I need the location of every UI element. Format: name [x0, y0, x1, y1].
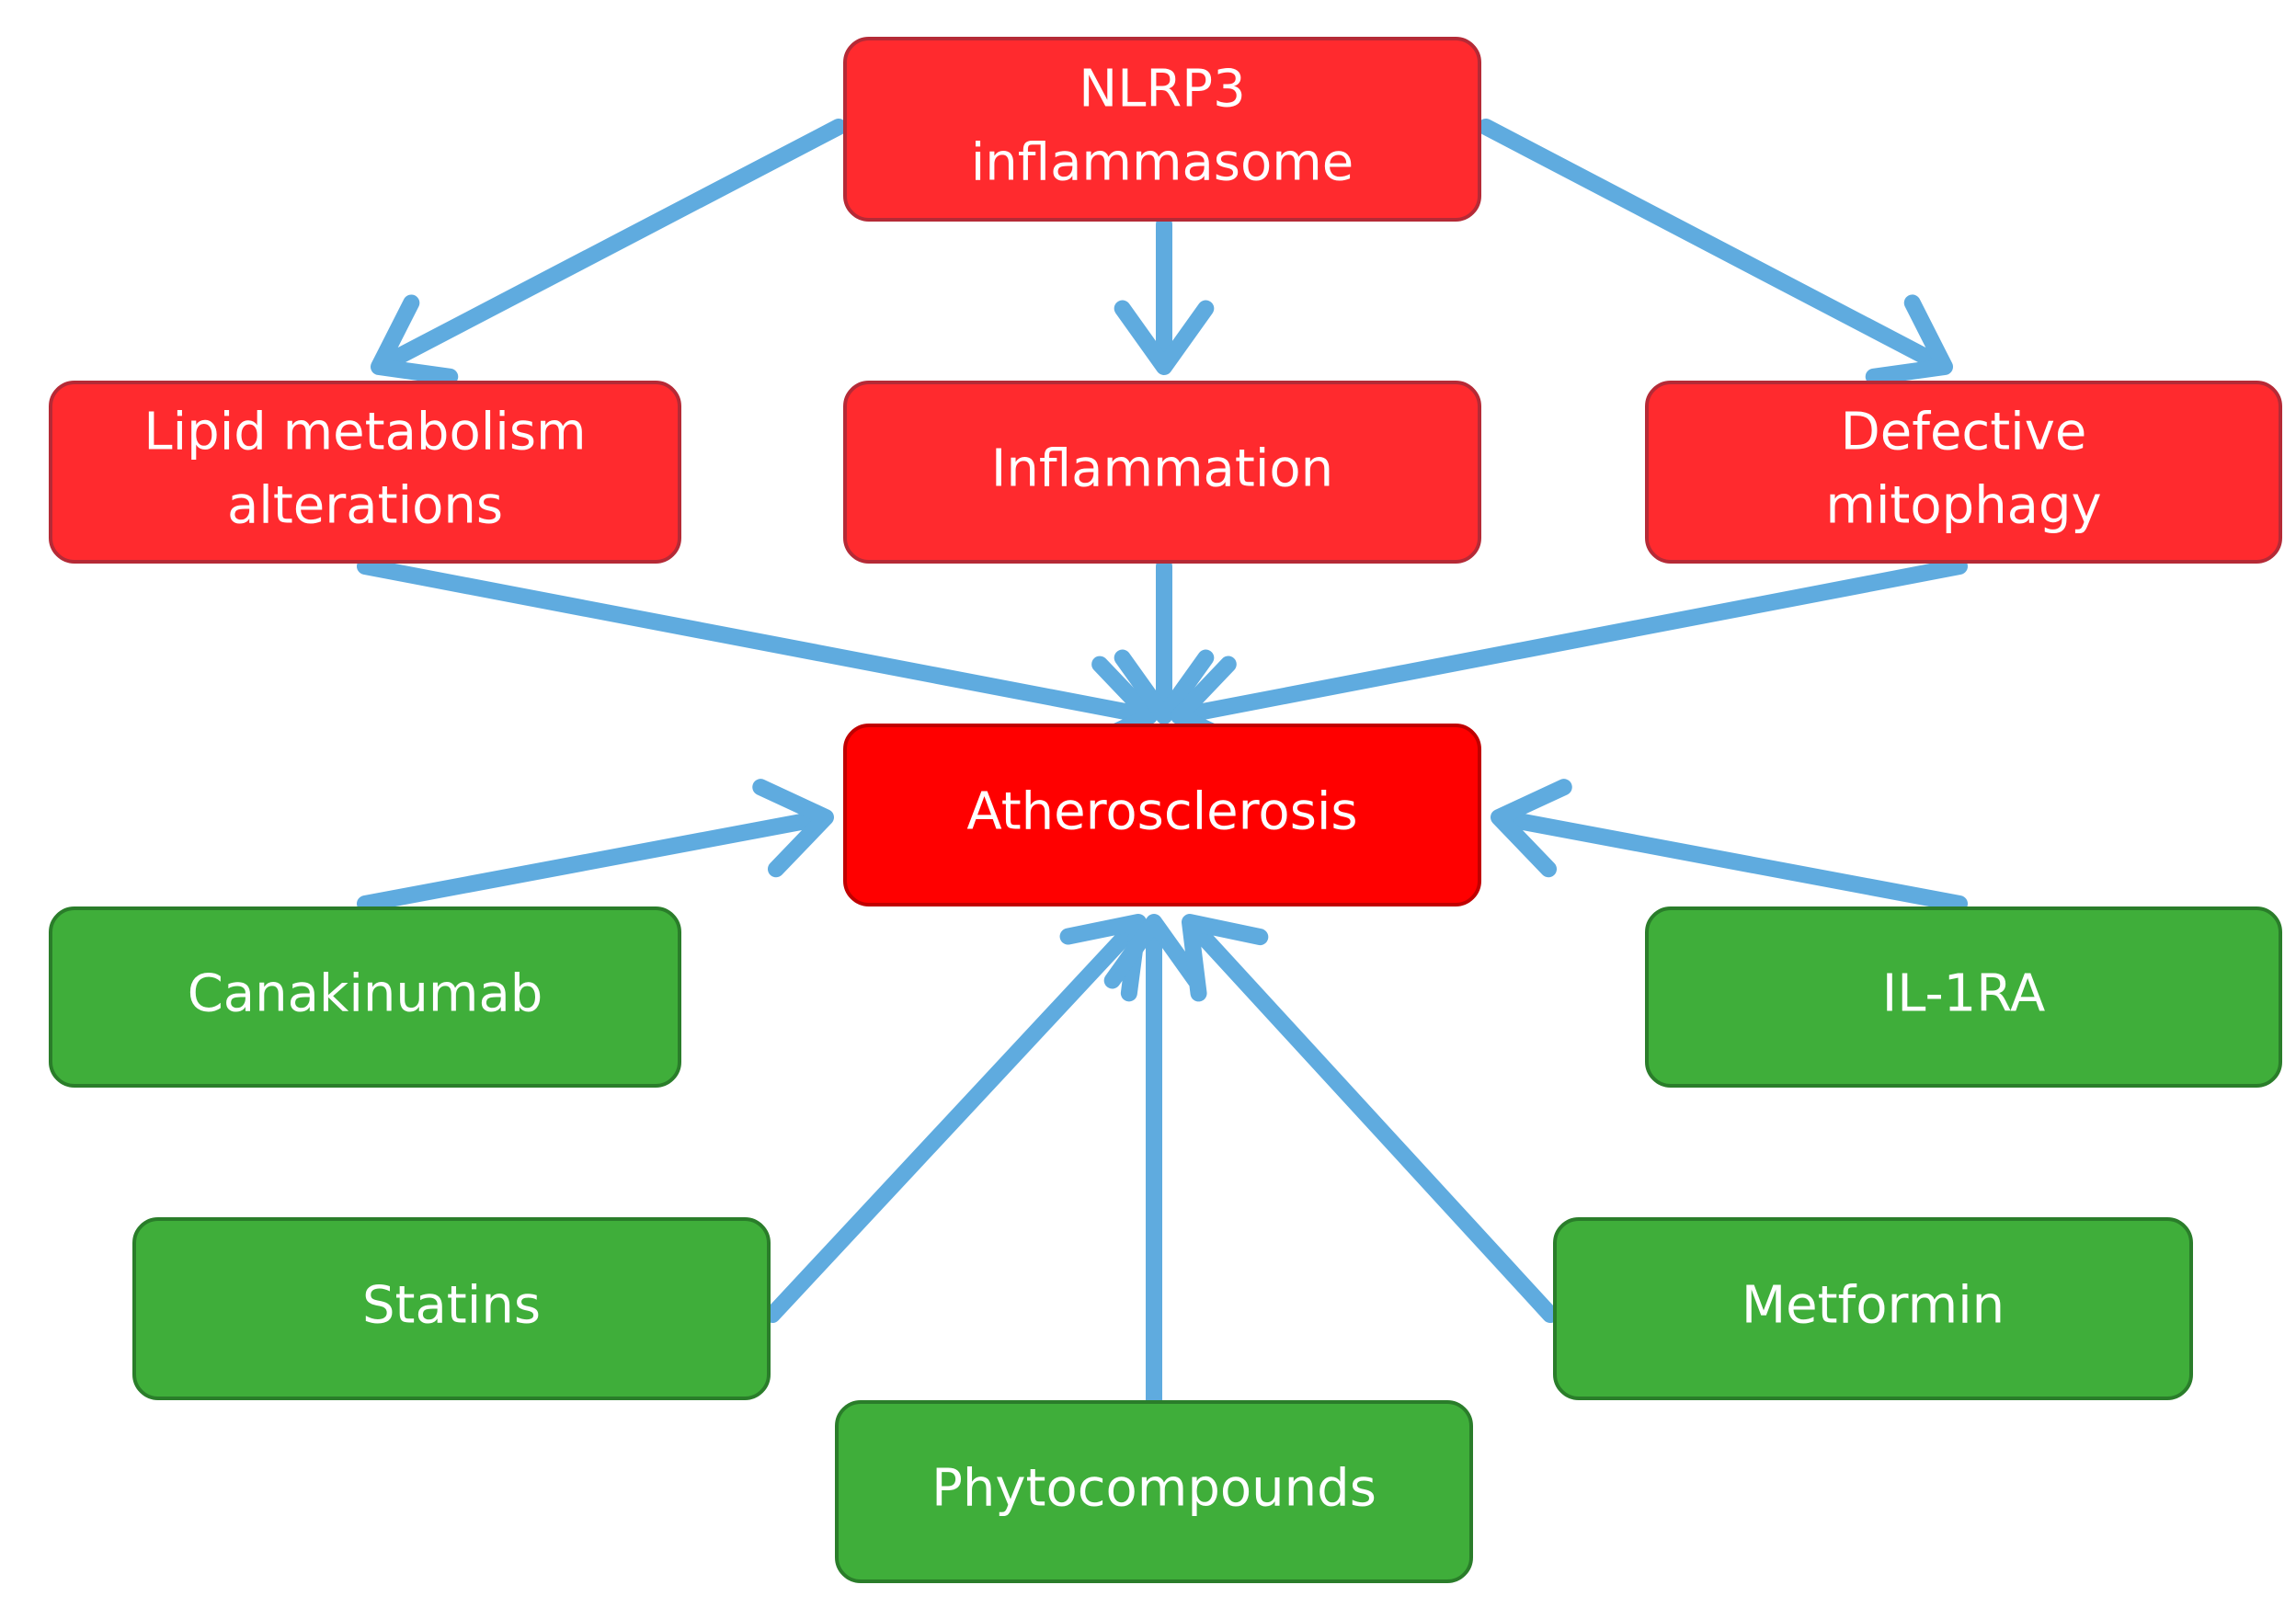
arrow-inflammation-to-atherosclerosis [1114, 558, 1215, 724]
arrow-phytocompounds-to-atherosclerosis [1103, 914, 1205, 1415]
node-il1ra: IL-1RA [1645, 906, 2282, 1088]
node-lipid: Lipid metabolism alterations [49, 381, 681, 564]
node-label: Canakinumab [188, 964, 543, 1024]
arrow-head [1114, 300, 1215, 375]
arrow-shaft [764, 918, 1143, 1323]
arrow-shaft [375, 119, 847, 373]
node-label: Defective [1841, 403, 2087, 462]
node-box [843, 37, 1481, 222]
node-label: Statins [362, 1276, 541, 1336]
node-nlrp3: NLRP3 inflammasome [843, 37, 1481, 222]
arrow-nlrp3-to-inflammation [1114, 216, 1215, 375]
node-atherosclerosis: Atherosclerosis [843, 724, 1481, 906]
arrow-head [371, 294, 459, 385]
node-phytocompounds: Phytocompounds [835, 1400, 1473, 1583]
node-box [1553, 1217, 2193, 1400]
node-label: Inflammation [991, 439, 1333, 499]
arrow-canakinumab-to-atherosclerosis [357, 779, 834, 912]
node-label: Metformin [1742, 1276, 2005, 1336]
node-box [843, 724, 1481, 906]
arrow-head [1491, 779, 1572, 878]
arrow-head [1103, 914, 1205, 989]
arrow-shaft [1185, 918, 1559, 1323]
node-inflammation: Inflammation [843, 381, 1481, 564]
node-label: NLRP3 [1079, 60, 1245, 120]
arrow-head [1182, 914, 1269, 1002]
node-box [1645, 381, 2282, 564]
node-label: IL-1RA [1882, 964, 2046, 1024]
arrow-statins-to-atherosclerosis [764, 914, 1147, 1323]
node-box [1645, 906, 2282, 1088]
arrow-head [1114, 649, 1215, 724]
node-box [843, 381, 1481, 564]
node-box [49, 381, 681, 564]
arrow-shaft [357, 810, 829, 912]
node-label: alterations [227, 476, 503, 536]
arrow-metformin-to-atherosclerosis [1182, 914, 1559, 1323]
arrow-head [1865, 294, 1953, 385]
node-label: Atherosclerosis [966, 782, 1357, 842]
arrow-shaft [1495, 810, 1968, 912]
node-box [49, 906, 681, 1088]
arrow-head [1059, 914, 1147, 1002]
arrow-shaft [357, 558, 1153, 724]
node-label: inflammasome [971, 133, 1354, 193]
node-label: Phytocompounds [931, 1459, 1376, 1519]
node-metformin: Metformin [1553, 1217, 2193, 1400]
node-box [132, 1217, 771, 1400]
arrow-il1ra-to-atherosclerosis [1491, 779, 1968, 912]
arrow-nlrp3-to-mitophagy [1478, 119, 1953, 385]
arrow-shaft [1175, 558, 1968, 724]
node-box [835, 1400, 1473, 1583]
arrow-nlrp3-to-lipid [371, 119, 847, 385]
node-label: mitophagy [1825, 476, 2101, 536]
node-mitophagy: Defective mitophagy [1645, 381, 2282, 564]
node-canakinumab: Canakinumab [49, 906, 681, 1088]
node-statins: Statins [132, 1217, 771, 1400]
node-label: Lipid metabolism [143, 403, 586, 462]
arrow-head [752, 779, 834, 878]
arrow-shaft [1478, 119, 1948, 373]
arrows-layer [357, 119, 1968, 1415]
